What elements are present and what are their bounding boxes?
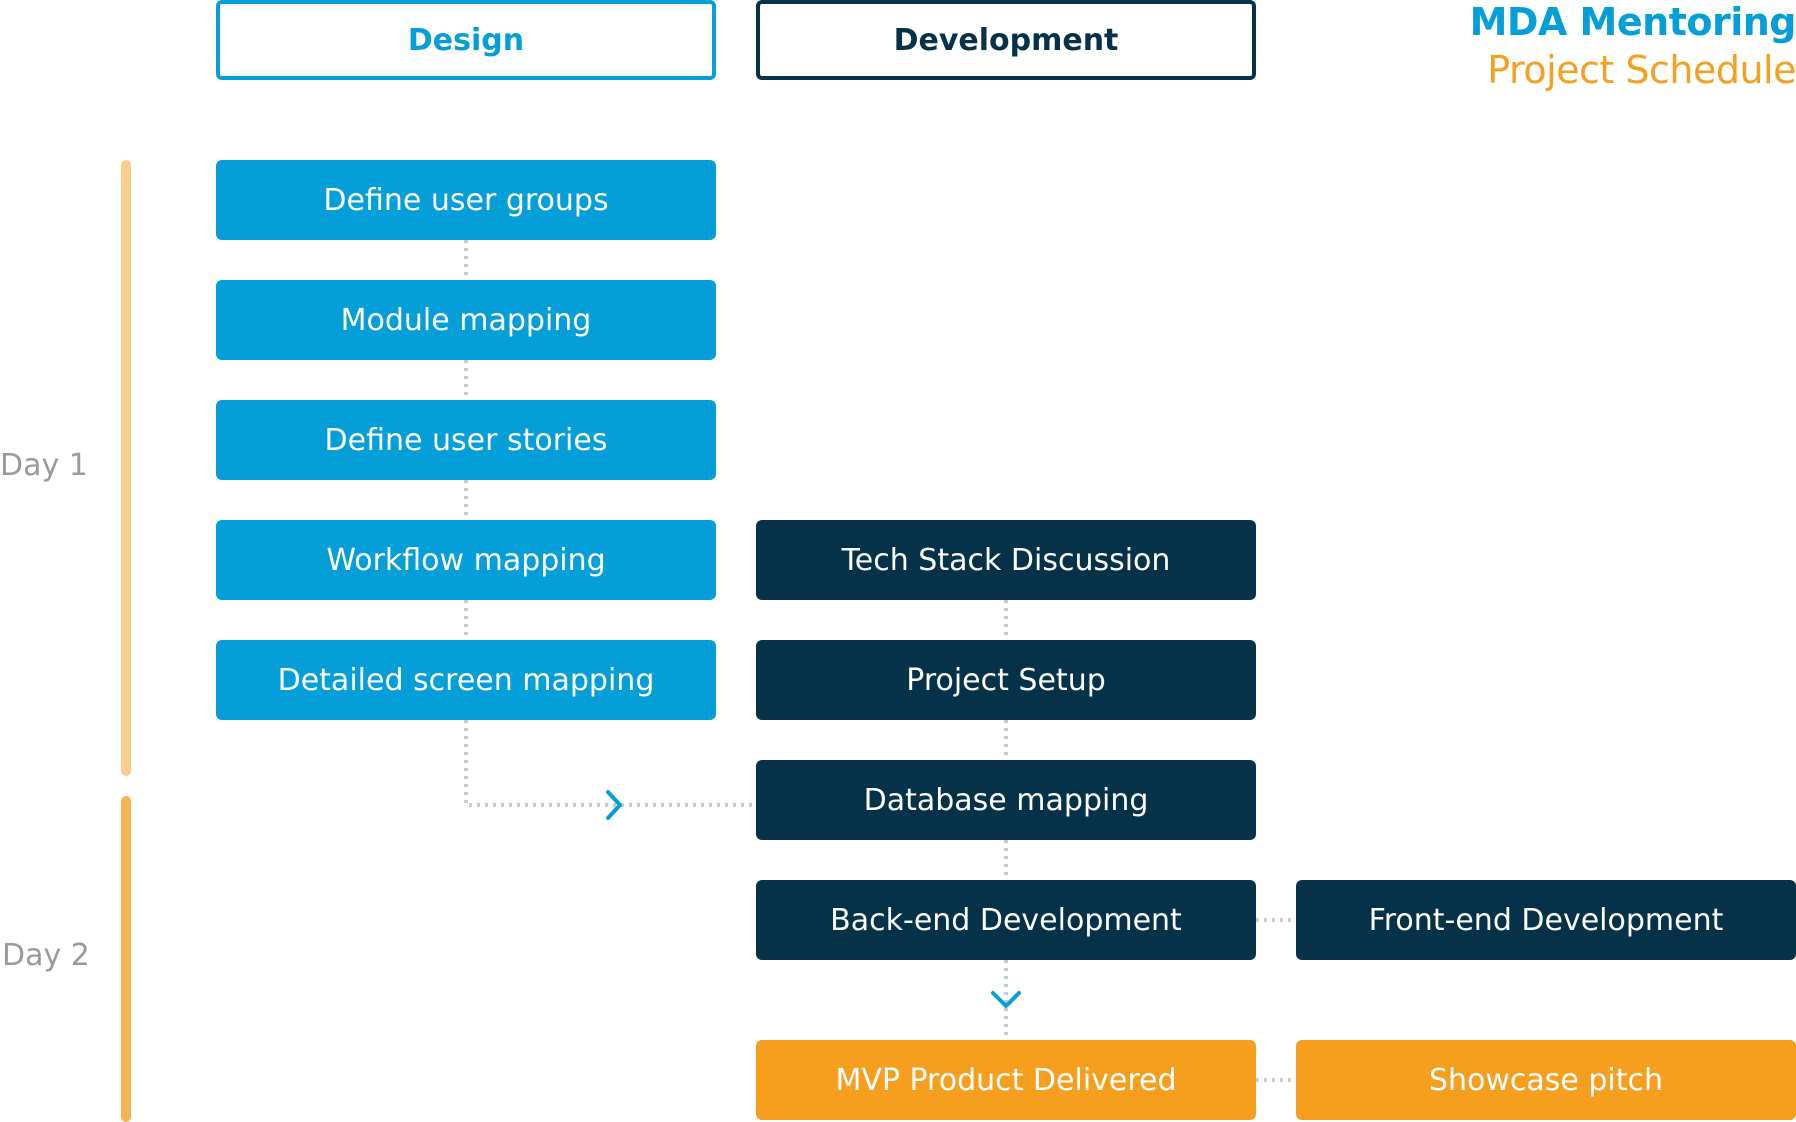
day2-label: Day 2 xyxy=(2,938,90,973)
chevron-down-icon xyxy=(991,991,1021,1008)
task-label: Define user stories xyxy=(324,422,608,458)
column-header-development-label: Development xyxy=(893,22,1119,58)
day2-bar xyxy=(121,796,131,1122)
task-database-mapping: Database mapping xyxy=(756,760,1256,840)
column-header-design-label: Design xyxy=(407,22,525,58)
task-frontend-development: Front-end Development xyxy=(1296,880,1796,960)
connector-design-to-dev xyxy=(464,720,756,807)
task-define-user-stories: Define user stories xyxy=(216,400,716,480)
task-label: Define user groups xyxy=(323,182,609,218)
task-backend-development: Back-end Development xyxy=(756,880,1256,960)
task-label: MVP Product Delivered xyxy=(835,1062,1177,1098)
day1-bar xyxy=(121,160,131,776)
day1-label: Day 1 xyxy=(0,448,88,483)
task-label: Front-end Development xyxy=(1368,902,1724,938)
chevron-right-icon xyxy=(606,790,622,820)
task-label: Module mapping xyxy=(340,302,592,338)
task-label: Tech Stack Discussion xyxy=(841,542,1171,578)
task-label: Project Setup xyxy=(906,662,1106,698)
task-define-user-groups: Define user groups xyxy=(216,160,716,240)
task-project-setup: Project Setup xyxy=(756,640,1256,720)
task-label: Detailed screen mapping xyxy=(277,662,655,698)
task-mvp-product-delivered: MVP Product Delivered xyxy=(756,1040,1256,1120)
column-header-design: Design xyxy=(216,0,716,80)
task-showcase-pitch: Showcase pitch xyxy=(1296,1040,1796,1120)
title-line1: MDA Mentoring xyxy=(1469,0,1796,44)
task-label: Database mapping xyxy=(863,782,1149,818)
task-label: Workflow mapping xyxy=(326,542,606,578)
task-tech-stack-discussion: Tech Stack Discussion xyxy=(756,520,1256,600)
title-line2: Project Schedule xyxy=(1487,48,1796,92)
task-label: Showcase pitch xyxy=(1428,1062,1664,1098)
task-workflow-mapping: Workflow mapping xyxy=(216,520,716,600)
task-module-mapping: Module mapping xyxy=(216,280,716,360)
task-label: Back-end Development xyxy=(830,902,1182,938)
column-header-development: Development xyxy=(756,0,1256,80)
task-detailed-screen-mapping: Detailed screen mapping xyxy=(216,640,716,720)
